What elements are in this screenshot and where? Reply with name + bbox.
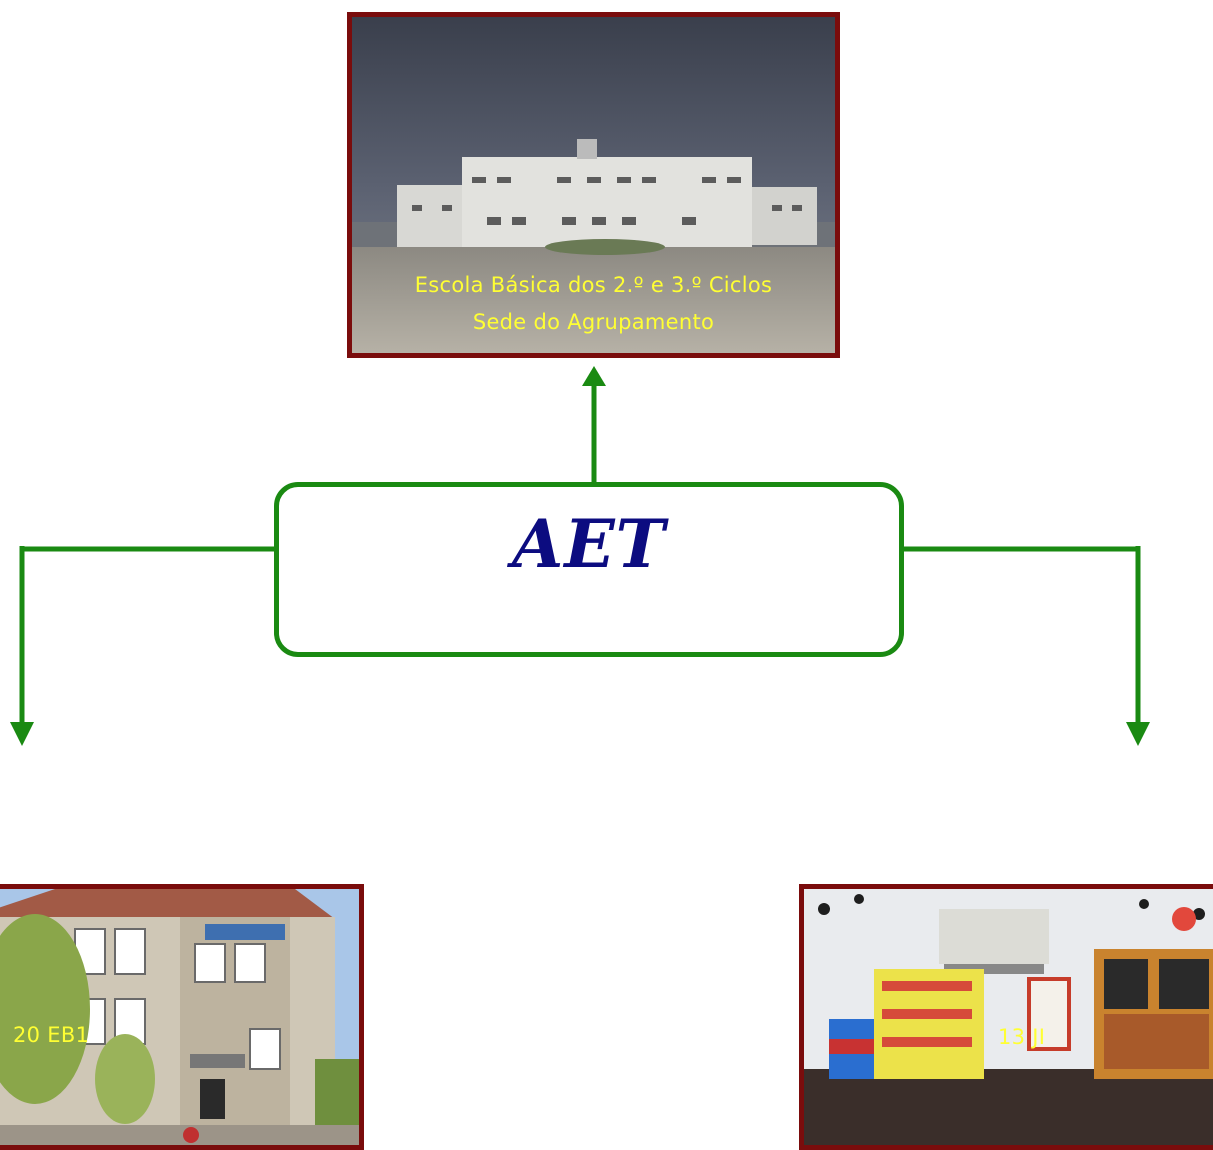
ji-photo-card: 13 JI: [799, 884, 1213, 1150]
ji-caption: 13 JI: [998, 1025, 1046, 1049]
eb1-school-photo: [0, 889, 359, 1145]
main-school-caption-line-2: Sede do Agrupamento: [472, 310, 715, 334]
main-school-caption-line-1: Escola Básica dos 2.º e 3.º Ciclos: [414, 273, 773, 297]
aet-title: AET: [512, 505, 666, 583]
main-school-photo: [352, 17, 835, 353]
ji-classroom-photo: [804, 889, 1213, 1145]
main-school-photo-card: Escola Básica dos 2.º e 3.º Ciclos Sede …: [347, 12, 840, 358]
eb1-photo-card: 20 EB1: [0, 884, 364, 1150]
aet-center-box: AET: [274, 482, 904, 657]
eb1-caption: 20 EB1: [13, 1023, 90, 1047]
